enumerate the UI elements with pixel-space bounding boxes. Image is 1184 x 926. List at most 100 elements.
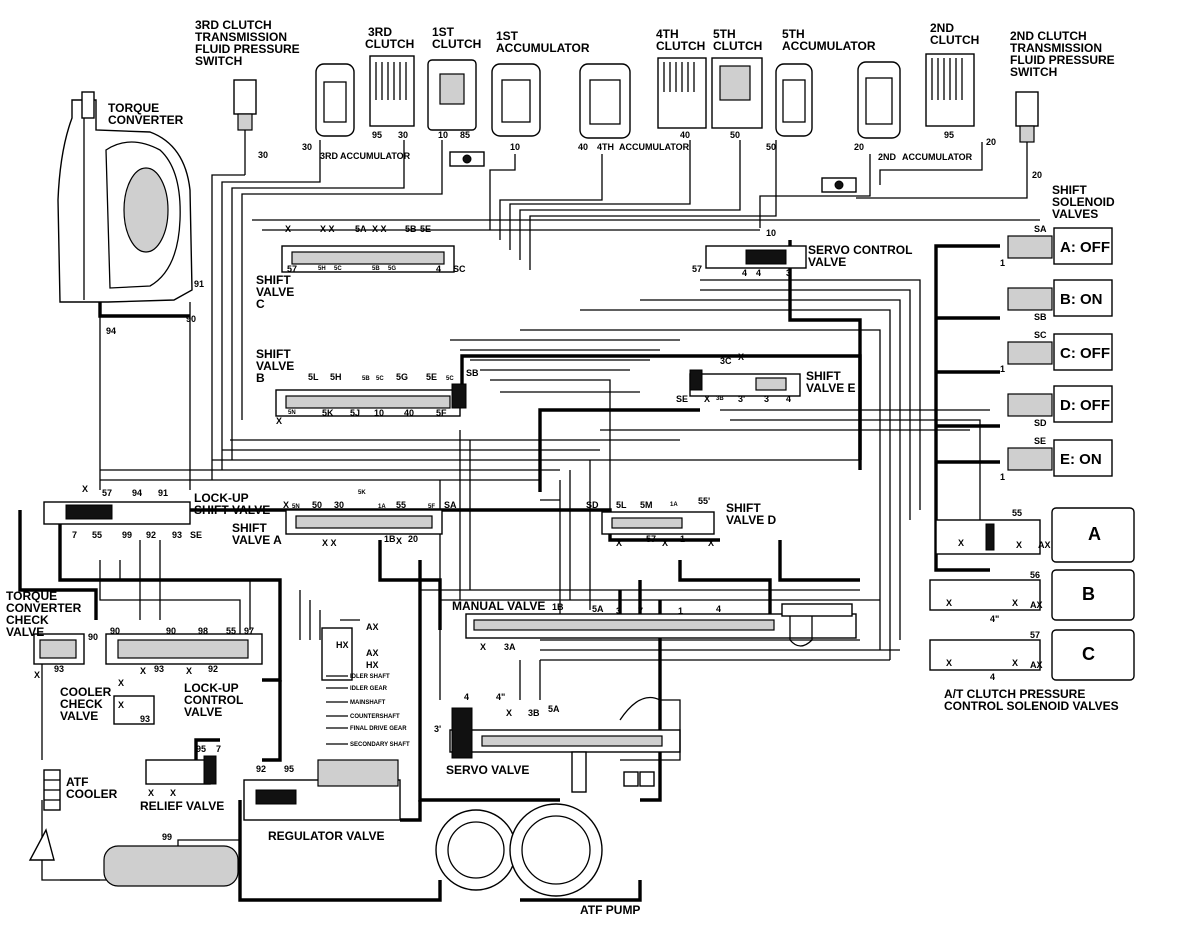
svg-text:55': 55'	[698, 496, 710, 506]
svg-text:5K: 5K	[358, 490, 366, 496]
svg-text:3': 3'	[738, 394, 745, 404]
svg-text:SHIFT: SHIFT	[1052, 183, 1087, 197]
svg-text:55: 55	[226, 626, 236, 636]
svg-text:C: C	[256, 297, 265, 311]
svg-text:ACCUMULATOR: ACCUMULATOR	[496, 41, 590, 55]
solenoid-e: SE E: ON	[1007, 436, 1113, 477]
svg-text:TORQUE: TORQUE	[6, 589, 57, 603]
svg-text:93: 93	[140, 714, 150, 724]
svg-text:5G: 5G	[388, 266, 396, 272]
svg-text:VALVE D: VALVE D	[726, 513, 777, 527]
torque-converter: TORQUE CONVERTER 91 90 94	[57, 91, 204, 336]
svg-text:5L: 5L	[308, 372, 319, 382]
svg-text:D: OFF: D: OFF	[1060, 397, 1110, 414]
svg-text:4TH: 4TH	[597, 142, 614, 152]
accumulator-5: 5TH ACCUMULATOR 50	[766, 27, 876, 152]
svg-text:X: X	[396, 536, 402, 546]
svg-text:91: 91	[194, 279, 204, 289]
svg-text:3': 3'	[434, 724, 441, 734]
svg-text:1A: 1A	[670, 502, 678, 508]
svg-text:1: 1	[1000, 364, 1005, 374]
svg-text:4": 4"	[990, 614, 999, 624]
svg-text:2ND CLUTCH: 2ND CLUTCH	[1010, 29, 1087, 43]
svg-text:X X: X X	[372, 224, 387, 234]
svg-text:ACCUMULATOR: ACCUMULATOR	[619, 142, 690, 152]
svg-text:LOCK-UP: LOCK-UP	[194, 491, 249, 505]
solenoid-a: SA A: OFF	[1007, 224, 1113, 265]
svg-text:2ND: 2ND	[878, 152, 897, 162]
svg-text:5N: 5N	[292, 504, 300, 510]
svg-text:99: 99	[122, 530, 132, 540]
svg-text:5E: 5E	[426, 372, 437, 382]
svg-text:X X: X X	[322, 538, 337, 548]
svg-text:1ST: 1ST	[432, 25, 455, 39]
svg-text:X: X	[708, 538, 714, 548]
svg-text:2ND: 2ND	[930, 21, 954, 35]
svg-text:95: 95	[196, 744, 206, 754]
svg-text:5TH: 5TH	[782, 27, 805, 41]
svg-text:98: 98	[198, 626, 208, 636]
svg-text:92: 92	[208, 664, 218, 674]
svg-text:50: 50	[312, 500, 322, 510]
svg-text:50: 50	[766, 142, 776, 152]
svg-text:X: X	[285, 224, 291, 234]
solenoid-c: SC C: OFF	[1007, 330, 1113, 371]
svg-text:X: X	[946, 658, 952, 668]
svg-text:VALVE: VALVE	[60, 709, 98, 723]
svg-text:20: 20	[986, 137, 996, 147]
svg-text:SE: SE	[1034, 436, 1046, 446]
svg-text:A: OFF: A: OFF	[1060, 239, 1110, 256]
svg-text:B: ON: B: ON	[1060, 291, 1103, 308]
svg-text:1: 1	[680, 534, 685, 544]
svg-text:40: 40	[680, 130, 690, 140]
svg-text:3RD: 3RD	[368, 25, 392, 39]
svg-text:VALVE: VALVE	[256, 285, 294, 299]
svg-text:3B: 3B	[528, 708, 540, 718]
svg-text:99: 99	[162, 832, 172, 842]
svg-text:90: 90	[110, 626, 120, 636]
svg-text:X: X	[662, 538, 668, 548]
svg-text:5G: 5G	[396, 372, 408, 382]
svg-text:X: X	[283, 500, 289, 510]
svg-text:VALVE A: VALVE A	[232, 533, 282, 547]
svg-text:5C: 5C	[334, 266, 342, 272]
svg-text:1: 1	[1000, 472, 1005, 482]
svg-text:X: X	[1012, 658, 1018, 668]
svg-text:20: 20	[1032, 170, 1042, 180]
svg-text:X: X	[118, 678, 124, 688]
svg-text:SD: SD	[586, 500, 599, 510]
svg-text:5F: 5F	[436, 408, 447, 418]
svg-text:C: C	[1082, 644, 1095, 664]
solenoid-b: SB B: ON	[1007, 279, 1113, 322]
svg-text:4: 4	[716, 604, 721, 614]
svg-text:X: X	[738, 352, 744, 362]
svg-text:4: 4	[990, 672, 995, 682]
svg-text:CLUTCH: CLUTCH	[713, 39, 762, 53]
svg-text:AX: AX	[366, 622, 379, 632]
svg-text:CLUTCH: CLUTCH	[656, 39, 705, 53]
svg-text:4: 4	[464, 692, 469, 702]
solenoid-d: SD D: OFF	[1007, 385, 1113, 428]
svg-text:X: X	[186, 666, 192, 676]
accumulator-1: 1ST ACCUMULATOR 10	[491, 29, 590, 152]
svg-text:4: 4	[436, 264, 441, 274]
svg-text:5F: 5F	[428, 504, 435, 510]
svg-text:1B: 1B	[552, 602, 564, 612]
svg-text:5E: 5E	[420, 224, 431, 234]
svg-text:X: X	[170, 788, 176, 798]
svg-text:CHECK: CHECK	[6, 613, 49, 627]
svg-text:95: 95	[944, 130, 954, 140]
svg-text:5H: 5H	[318, 266, 326, 272]
svg-text:SWITCH: SWITCH	[1010, 65, 1057, 79]
svg-text:30: 30	[258, 150, 268, 160]
svg-text:SE: SE	[676, 394, 688, 404]
svg-text:5B: 5B	[405, 224, 417, 234]
manual-valve: MANUAL VALVE 1B 5A 3 7 1 4 X 3A	[452, 599, 857, 652]
svg-text:CLUTCH: CLUTCH	[930, 33, 979, 47]
svg-text:7: 7	[216, 744, 221, 754]
cooler-check-valve: X X 93 COOLER CHECK VALVE	[60, 678, 155, 725]
svg-text:ACCUMULATOR: ACCUMULATOR	[782, 39, 876, 53]
svg-text:94: 94	[132, 488, 142, 498]
svg-text:CONTROL: CONTROL	[184, 693, 243, 707]
